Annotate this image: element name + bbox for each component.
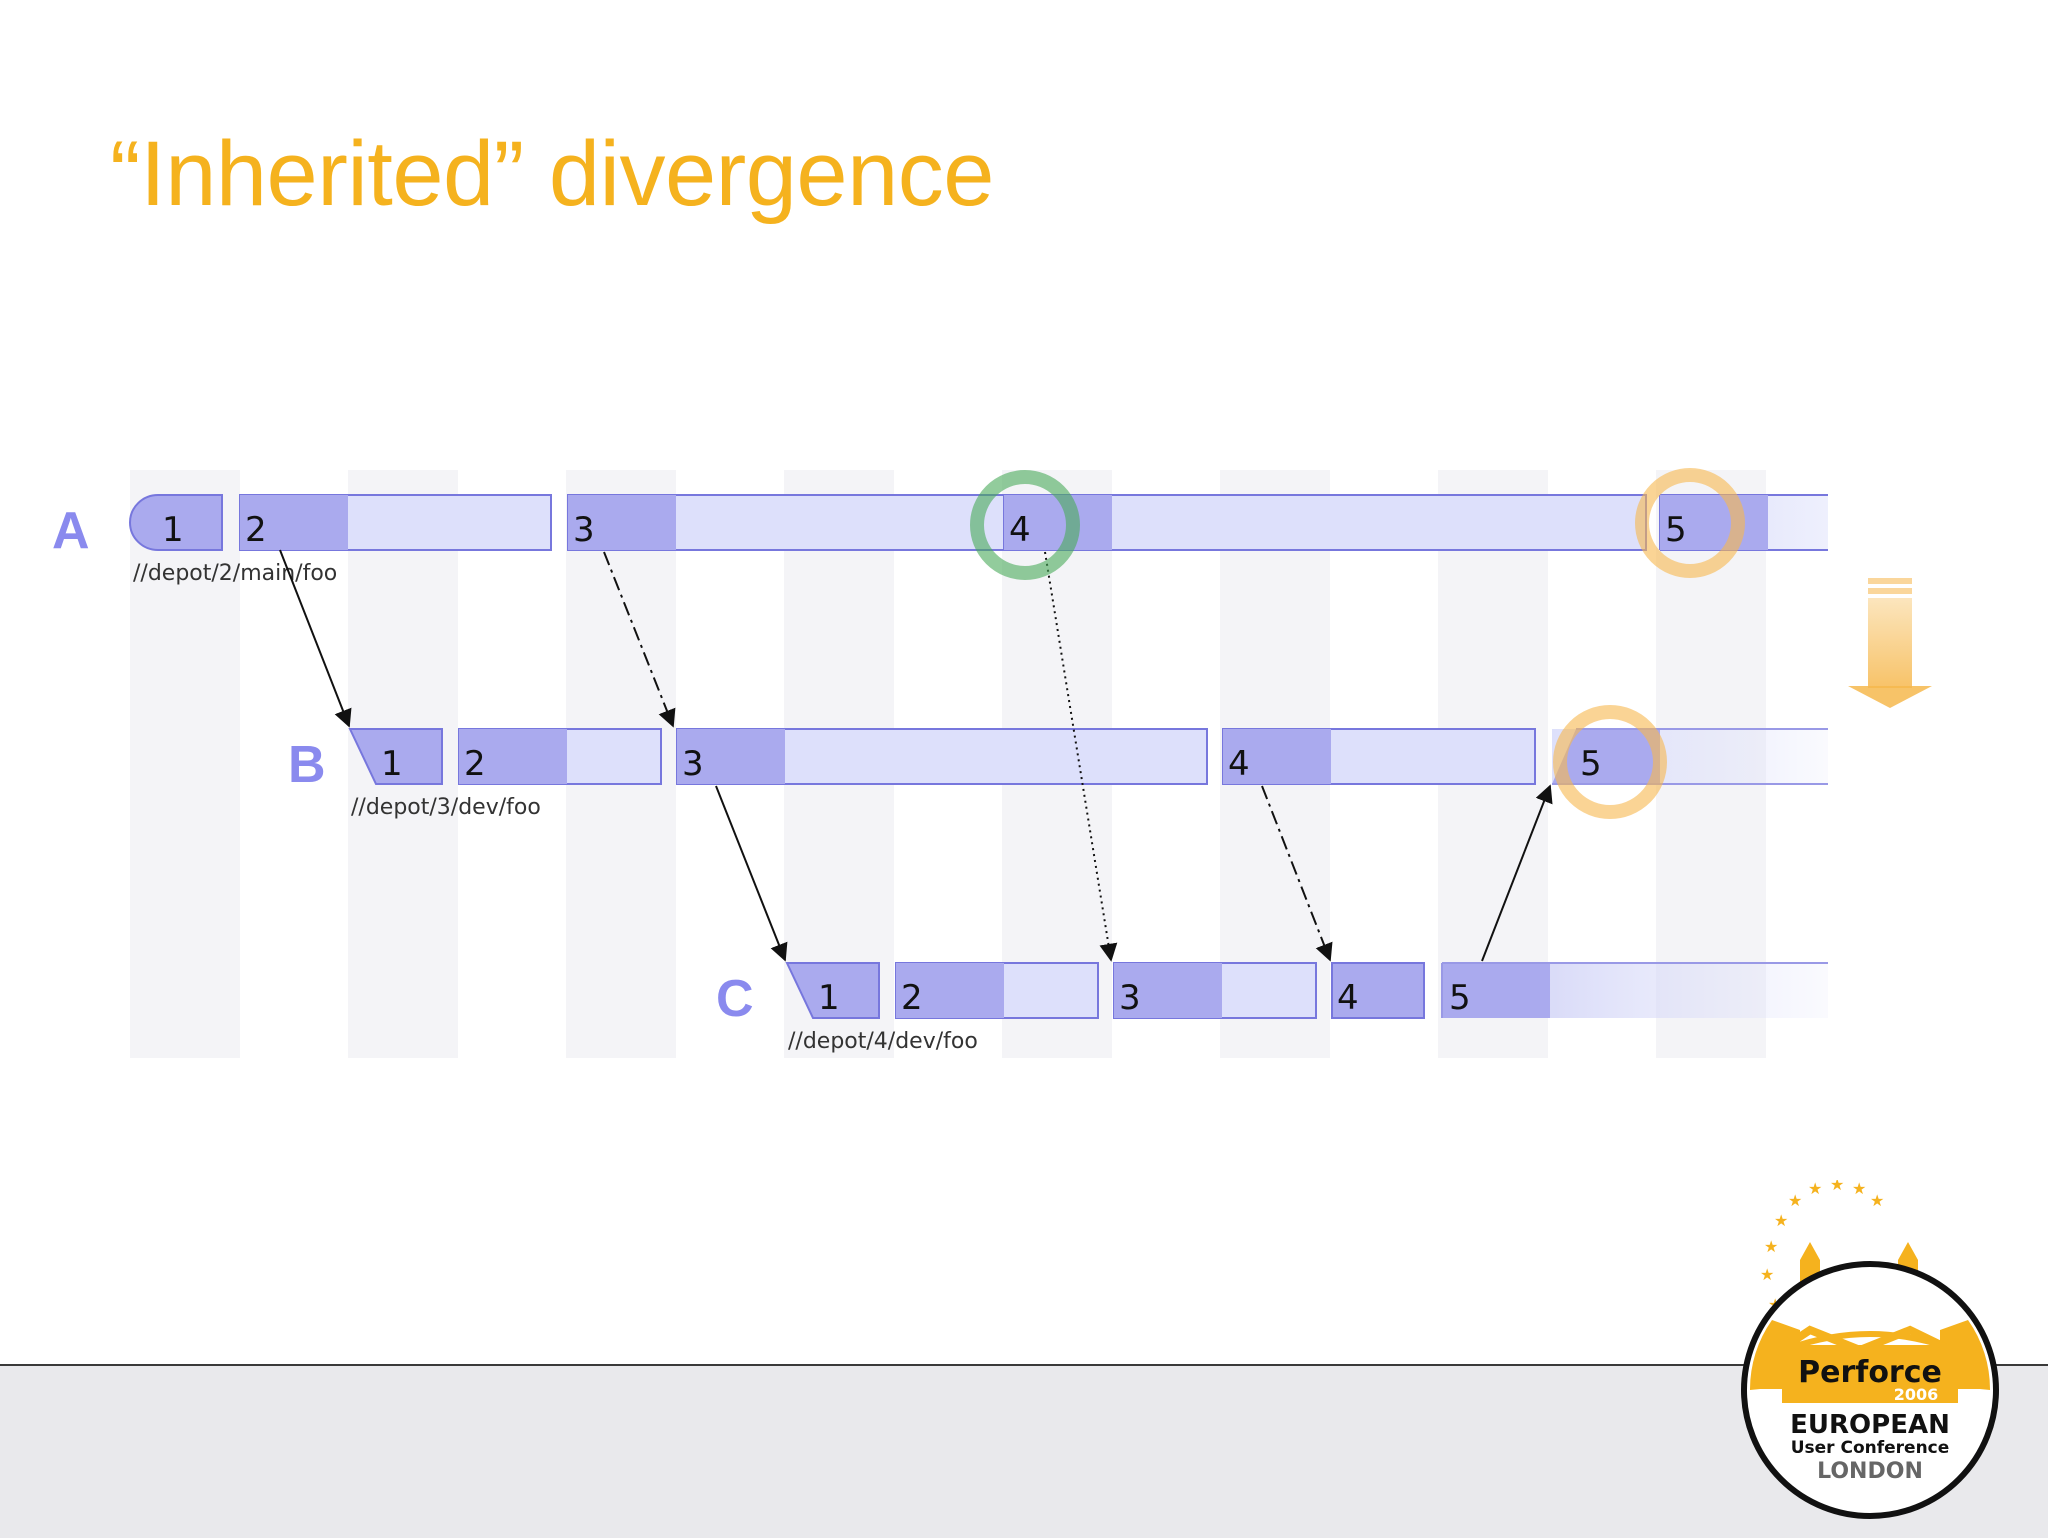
branch-path-a: //depot/2/main/foo (133, 561, 337, 586)
branch-a: A 1 2 3 4 5 //depot/2/main/foo (52, 494, 1828, 586)
revision-number: 5 (1449, 978, 1471, 1018)
branch-c: C 1 2 3 4 5 //depot/4/dev/foo (716, 962, 1828, 1054)
revision-number: 4 (1228, 744, 1250, 784)
orange-highlight-a5 (1635, 468, 1745, 578)
branch-letter-a: A (52, 502, 90, 560)
svg-text:★: ★ (1852, 1180, 1866, 1198)
revision-number: 1 (162, 510, 184, 550)
revision-b-3[interactable]: 3 (676, 728, 1208, 785)
highlight-circles (970, 468, 1745, 819)
revision-number: 3 (1119, 978, 1141, 1018)
revision-number: 5 (1580, 744, 1602, 784)
revision-a-3[interactable]: 3 (567, 494, 1005, 551)
branch-path-c: //depot/4/dev/foo (788, 1029, 978, 1054)
revision-c-1[interactable]: 1 (785, 962, 880, 1019)
revision-b-4[interactable]: 4 (1222, 728, 1536, 785)
svg-text:★: ★ (1760, 1265, 1774, 1284)
svg-text:★: ★ (1830, 1180, 1844, 1194)
branch-letter-b: B (288, 736, 326, 794)
revision-number: 1 (818, 978, 840, 1018)
green-highlight-a4 (970, 470, 1080, 580)
svg-text:★: ★ (1870, 1191, 1884, 1210)
integrate-arrow-c5-to-b5 (1481, 784, 1553, 962)
logo-line1: EUROPEAN (1790, 1410, 1950, 1440)
svg-text:★: ★ (1788, 1191, 1802, 1210)
logo-line2: User Conference (1791, 1438, 1950, 1458)
revision-number: 4 (1337, 978, 1359, 1018)
branch-arrow-b3-to-c1 (715, 785, 788, 962)
propagation-down-arrow (1848, 578, 1932, 708)
revision-number: 2 (901, 978, 923, 1018)
revision-c-5[interactable]: 5 (1441, 962, 1828, 1018)
slide-title: “Inherited” divergence (110, 123, 994, 225)
branch-diagram: A 1 2 3 4 5 //depot/2/main/foo (52, 468, 1932, 1058)
revision-number: 3 (682, 744, 704, 784)
revision-a-4[interactable]: 4 (1003, 494, 1647, 551)
logo-year: 2006 (1894, 1385, 1939, 1404)
revision-number: 1 (381, 744, 403, 784)
revision-a-1[interactable]: 1 (129, 494, 223, 551)
revision-number: 2 (464, 744, 486, 784)
branch-b: B 1 2 3 4 5 //depot/3/dev/foo (288, 728, 1828, 820)
branch-letter-c: C (716, 970, 754, 1028)
branch-path-b: //depot/3/dev/foo (351, 795, 541, 820)
footer-band (0, 1364, 2048, 1538)
revision-b-5[interactable]: 5 (1552, 728, 1828, 785)
logo-brand: Perforce (1798, 1355, 1942, 1390)
logo-line3: LONDON (1817, 1459, 1923, 1484)
revision-b-2[interactable]: 2 (458, 728, 662, 785)
integrate-arrow-a3-to-b3 (603, 551, 676, 728)
integrate-arrow-b4-to-c4 (1261, 785, 1333, 962)
revision-number: 5 (1665, 510, 1687, 550)
conference-logo: ★ ★ ★ ★ ★ ★ ★ ★ ★ ★ Perforce 2006 EUROPE… (1741, 1180, 1999, 1519)
revision-c-2[interactable]: 2 (895, 962, 1099, 1019)
revision-a-2[interactable]: 2 (239, 494, 552, 551)
revision-number: 2 (245, 510, 267, 550)
svg-text:★: ★ (1808, 1180, 1822, 1198)
revision-number: 4 (1009, 510, 1031, 550)
svg-text:★: ★ (1764, 1237, 1778, 1256)
svg-text:★: ★ (1774, 1211, 1788, 1230)
revision-number: 3 (573, 510, 595, 550)
revision-c-3[interactable]: 3 (1113, 962, 1317, 1019)
revision-c-4[interactable]: 4 (1331, 962, 1425, 1019)
branch-arrow-a2-to-b1 (279, 549, 352, 728)
integration-arrows (279, 549, 1553, 962)
orange-highlight-b5 (1553, 705, 1667, 819)
revision-b-1[interactable]: 1 (348, 728, 443, 785)
